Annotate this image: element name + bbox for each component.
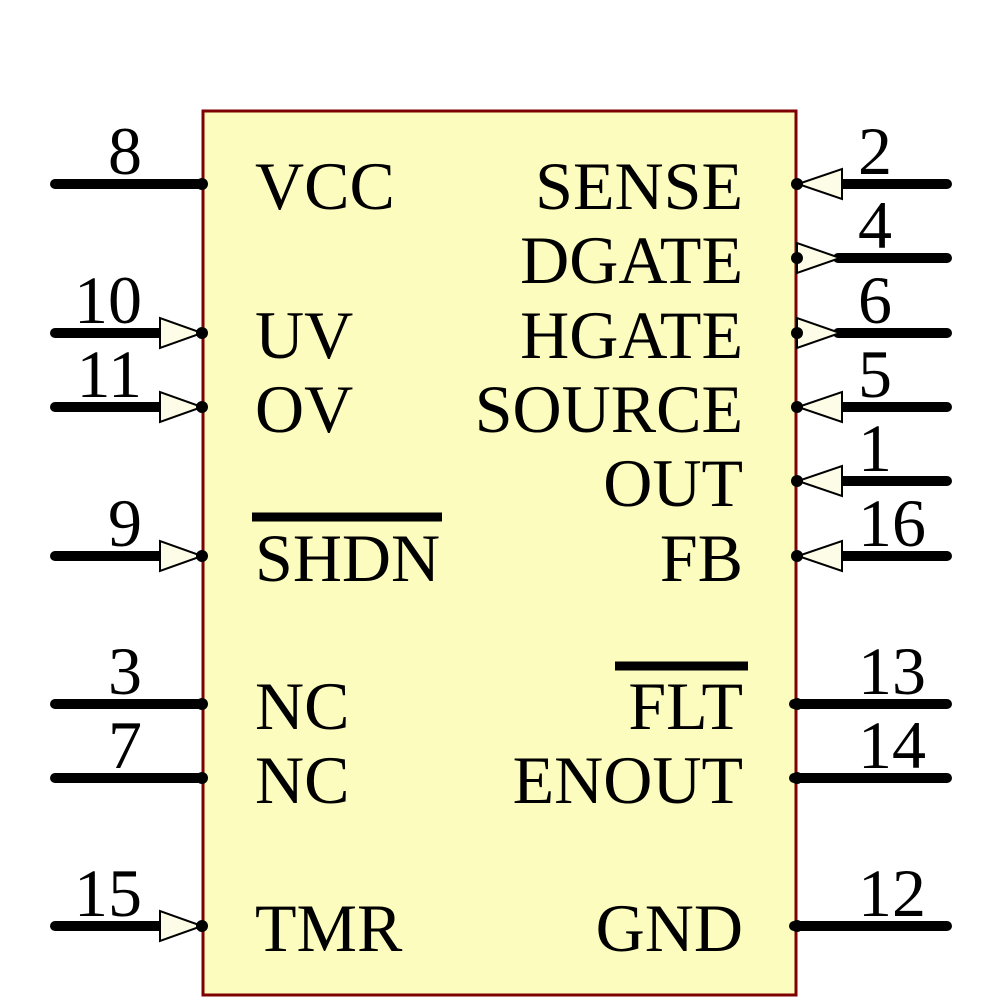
input-arrow-icon-2 (794, 167, 843, 201)
pin-label-gnd: GND (596, 890, 743, 966)
input-arrow-icon-15 (159, 909, 205, 943)
pin-connection-dot-7 (196, 772, 208, 784)
pin-number-4: 4 (858, 187, 892, 263)
pin-left-15-tmr: 15 TMR (50, 855, 403, 966)
pin-right-4-dgate: 4 DGATE (520, 187, 952, 298)
pin-left-3-nc: 3 NC (50, 633, 349, 744)
pin-right-6-hgate: 6 HGATE (520, 262, 952, 373)
pin-connection-dot-13 (791, 698, 803, 710)
pin-right-12-gnd: 12 GND (596, 855, 952, 966)
pin-label-shdn: SHDN (255, 520, 440, 596)
pin-right-1-out: 1 OUT (603, 410, 952, 521)
pin-left-11-ov: 11 OV (50, 336, 353, 447)
pin-connection-dot-2 (791, 178, 803, 190)
pin-label-dgate: DGATE (520, 222, 743, 298)
pin-connection-dot-11 (196, 401, 208, 413)
pin-label-vcc: VCC (255, 148, 395, 224)
pin-right-16-fb: 16 FB (660, 485, 952, 596)
pin-number-13: 13 (858, 633, 926, 709)
input-arrow-icon-1 (794, 464, 843, 498)
pin-connection-dot-5 (791, 401, 803, 413)
output-arrow-icon-6 (796, 316, 844, 350)
input-arrow-icon-9 (159, 539, 205, 573)
pin-label-uv: UV (255, 297, 353, 373)
pin-number-10: 10 (74, 262, 142, 338)
pin-connection-dot-3 (196, 698, 208, 710)
pin-number-2: 2 (858, 113, 892, 189)
input-arrow-icon-11 (159, 390, 205, 424)
pin-number-7: 7 (108, 707, 142, 783)
pin-left-7-nc: 7 NC (50, 707, 349, 818)
output-arrow-icon-4 (796, 241, 844, 275)
pin-connection-dot-8 (196, 178, 208, 190)
pin-number-6: 6 (858, 262, 892, 338)
pin-right-2-sense: 2 SENSE (535, 113, 952, 224)
input-arrow-icon-10 (159, 316, 205, 350)
pin-connection-dot-9 (196, 550, 208, 562)
pin-connection-dot-12 (791, 920, 803, 932)
pin-number-5: 5 (858, 336, 892, 412)
pin-number-9: 9 (108, 485, 142, 561)
input-arrow-icon-16 (794, 539, 843, 573)
pin-label-fb: FB (660, 520, 743, 596)
pin-label-out: OUT (603, 445, 743, 521)
pin-label-flt: FLT (628, 668, 743, 744)
pin-label-nc-3: NC (255, 668, 349, 744)
pin-number-16: 16 (858, 485, 926, 561)
pin-connection-dot-15 (196, 920, 208, 932)
pin-label-source: SOURCE (475, 371, 743, 447)
pin-connection-dot-10 (196, 327, 208, 339)
input-arrow-icon-5 (794, 390, 843, 424)
pin-connection-dot-1 (791, 475, 803, 487)
pin-left-8-vcc: 8 VCC (50, 113, 395, 224)
pin-connection-dot-16 (791, 550, 803, 562)
pin-label-sense: SENSE (535, 148, 743, 224)
pin-label-hgate: HGATE (520, 297, 743, 373)
pin-number-8: 8 (108, 113, 142, 189)
pin-connection-dot-14 (791, 772, 803, 784)
pin-connection-dot-6 (791, 327, 803, 339)
pin-connection-dot-4 (791, 252, 803, 264)
pin-number-14: 14 (858, 707, 926, 783)
pin-label-ov: OV (255, 371, 353, 447)
pin-right-5-source: 5 SOURCE (475, 336, 952, 447)
pin-number-11: 11 (77, 336, 142, 412)
pin-number-15: 15 (74, 855, 142, 931)
pin-label-nc-7: NC (255, 742, 349, 818)
pin-label-tmr: TMR (255, 890, 403, 966)
pin-right-13-flt: 13 FLT (615, 633, 952, 744)
pin-number-1: 1 (858, 410, 892, 486)
pin-number-3: 3 (108, 633, 142, 709)
pin-left-9-shdn: 9 SHDN (50, 485, 442, 596)
pin-left-10-uv: 10 UV (50, 262, 353, 373)
ic-body (201, 109, 798, 997)
pin-number-12: 12 (858, 855, 926, 931)
pin-label-enout: ENOUT (513, 742, 743, 818)
pin-right-14-enout: 14 ENOUT (513, 707, 952, 818)
